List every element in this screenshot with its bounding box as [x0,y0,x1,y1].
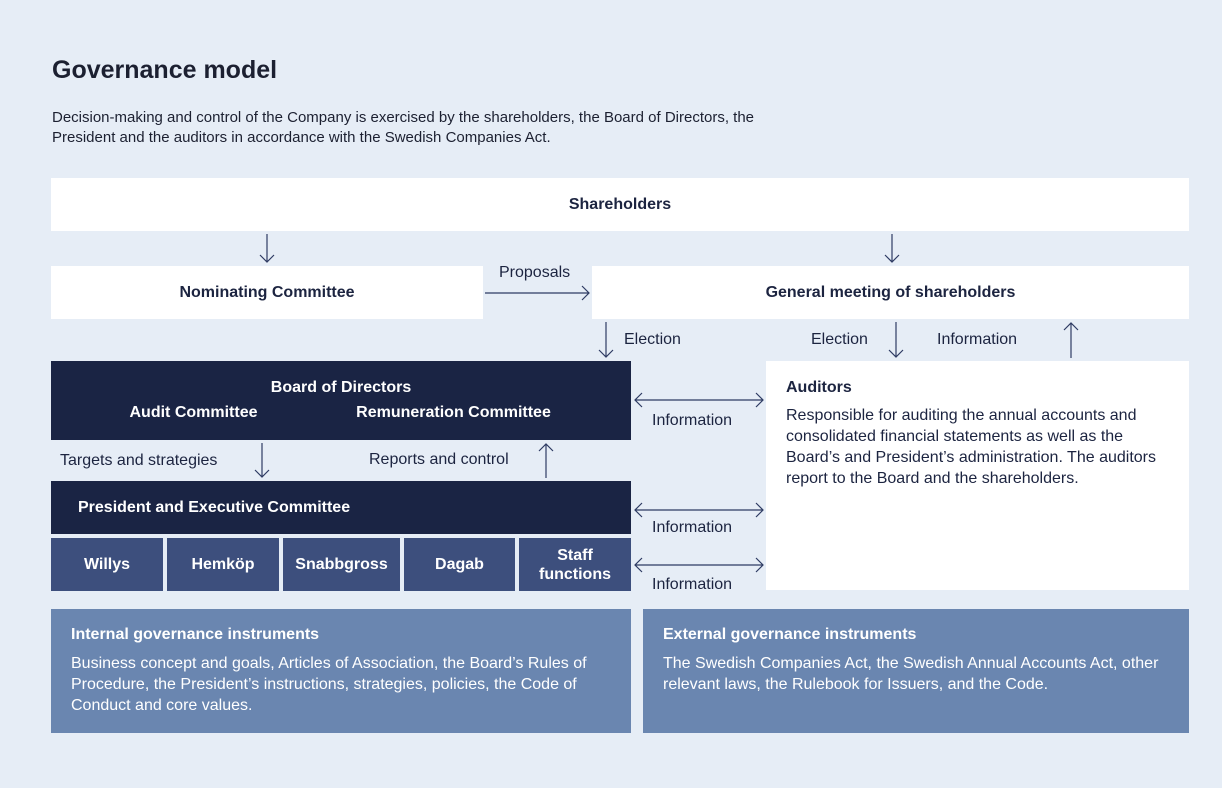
external-governance-text: The Swedish Companies Act, the Swedish A… [663,655,1159,693]
general-meeting-box: General meeting of shareholders [592,266,1189,319]
remuneration-committee-label: Remuneration Committee [356,404,551,421]
president-executive-label: President and Executive Committee [78,498,351,516]
arrow-targets-strategies [254,443,270,478]
unit-box-willys: Willys [51,538,163,591]
board-of-directors-box: Board of Directors Audit Committee Remun… [51,361,631,440]
arrow-information-president [634,502,764,518]
arrow-reports-control [538,443,554,478]
general-meeting-label: General meeting of shareholders [765,283,1016,301]
arrow-information-up [1063,322,1079,358]
election-right-label: Election [811,331,868,348]
information-board-label: Information [652,412,733,429]
information-up-label: Information [937,331,1018,348]
unit-label: Snabbgross [295,555,388,573]
proposals-label: Proposals [499,264,571,281]
auditors-text: Responsible for auditing the annual acco… [786,407,1156,487]
unit-label: Willys [83,555,131,573]
information-president-label: Information [652,519,733,536]
audit-committee-label: Audit Committee [129,404,258,421]
internal-governance-text: Business concept and goals, Articles of … [71,655,587,714]
auditors-title: Auditors [786,379,852,396]
arrow-election-to-board [598,322,614,358]
arrow-shareholders-to-general-meeting [884,234,900,263]
unit-box-hemkop: Hemköp [167,538,279,591]
targets-strategies-label: Targets and strategies [60,452,218,469]
unit-label: Hemköp [191,555,255,573]
unit-label: Staff functions [539,546,611,583]
external-governance-title: External governance instruments [663,626,917,643]
arrow-election-to-auditors [888,322,904,358]
page-title: Governance model [52,56,278,84]
unit-box-staff-functions: Staff functions [519,538,631,591]
election-left-label: Election [624,331,681,348]
arrow-information-units [634,557,764,573]
nominating-committee-box: Nominating Committee [51,266,483,319]
internal-governance-title: Internal governance instruments [71,626,320,643]
shareholders-box: Shareholders [51,178,1189,231]
internal-governance-box: Internal governance instruments Business… [51,609,631,733]
nominating-committee-label: Nominating Committee [179,283,355,301]
information-units-label: Information [652,576,733,593]
unit-box-snabbgross: Snabbgross [283,538,400,591]
president-executive-box: President and Executive Committee [51,481,631,534]
external-governance-box: External governance instruments The Swed… [643,609,1189,733]
arrow-information-board [634,392,764,408]
unit-label: Dagab [435,555,484,573]
unit-box-dagab: Dagab [404,538,515,591]
arrow-proposals [485,285,590,301]
reports-control-label: Reports and control [369,451,509,468]
auditors-box: Auditors Responsible for auditing the an… [766,361,1189,590]
shareholders-label: Shareholders [568,195,672,213]
arrow-shareholders-to-nominating [259,234,275,263]
board-title: Board of Directors [270,379,412,396]
intro-text: Decision-making and control of the Compa… [52,109,755,146]
